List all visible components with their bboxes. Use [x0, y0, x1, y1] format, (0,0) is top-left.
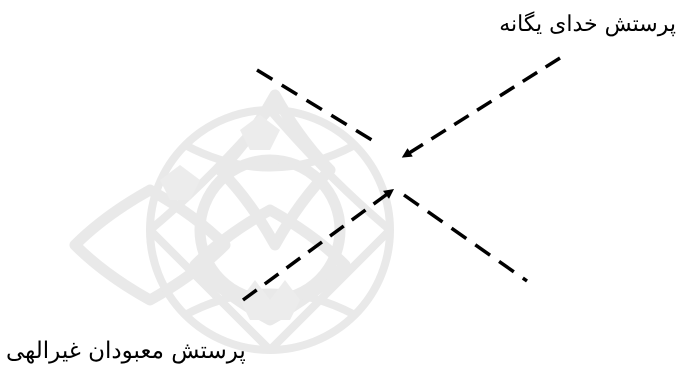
label-worship-non-divine-deities: پرستش معبودان غیرالهی — [6, 340, 246, 363]
dashed-divider-upper-segment — [257, 70, 380, 145]
arrow-from-bottom-label — [243, 192, 390, 300]
label-worship-one-god: پرستش خدای یگانه — [499, 14, 676, 36]
arrow-from-top-label — [406, 58, 560, 155]
dashed-divider-lower-segment — [404, 195, 527, 281]
